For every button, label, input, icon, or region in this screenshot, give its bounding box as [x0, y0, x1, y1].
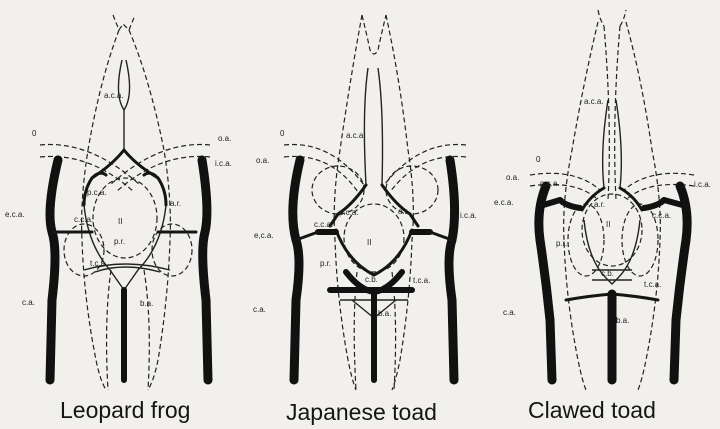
label-ba: b.a.	[140, 299, 153, 308]
label-tca: t.c.a.	[90, 259, 107, 268]
label-cb: c.b.	[601, 269, 614, 278]
label-pr: p.r.	[320, 259, 331, 268]
label-ica: i.c.a.	[694, 180, 711, 189]
panel-clawed-toad: a.c.a. 0 o.a. p.c.a. i.c.a. e.c.a. a.r. …	[494, 10, 711, 423]
label-eca: e.c.a.	[5, 210, 25, 219]
label-aca: a.c.a.	[584, 97, 604, 106]
label-o: 0	[280, 129, 285, 138]
label-cca: c.c.a.	[74, 215, 93, 224]
label-cb: c.b.	[365, 275, 378, 284]
label-cca: c.c.a.	[314, 220, 333, 229]
label-aca: a.c.a.	[104, 91, 124, 100]
label-o: 0	[536, 155, 541, 164]
label-pr: p.r.	[114, 237, 125, 246]
label-ii: II	[367, 238, 371, 247]
label-pr: p.r.	[556, 239, 567, 248]
label-eca: e,c.a.	[254, 231, 274, 240]
label-eca: e.c.a.	[494, 198, 514, 207]
label-ica: i.c.a.	[460, 211, 477, 220]
label-ca: c.a.	[22, 298, 35, 307]
labels: a.c.a. 0 o.a. i.c.a. p.c.a. II a.r. e.c.…	[5, 91, 232, 308]
label-ii: II	[118, 217, 122, 226]
label-cca: c.c.a.	[652, 211, 671, 220]
label-pca: p.c.a.	[540, 179, 560, 188]
label-o: 0	[32, 129, 37, 138]
label-oa: o.a.	[218, 134, 231, 143]
label-ar: a.r.	[170, 199, 181, 208]
label-aca: a.c.a.	[346, 131, 366, 140]
label-pca: p.c.a.	[339, 208, 359, 217]
caption-clawed-toad: Clawed toad	[528, 397, 656, 423]
label-pca: p.c.a.	[87, 188, 107, 197]
label-tca: t.c.a.	[413, 276, 430, 285]
label-ar: a.r.	[594, 200, 605, 209]
label-ca: c.a.	[503, 308, 516, 317]
label-oa: o.a.	[506, 173, 519, 182]
caption-japanese-toad: Japanese toad	[286, 399, 437, 425]
label-ba: b.a.	[378, 309, 391, 318]
caption-leopard-frog: Leopard frog	[60, 397, 190, 423]
panel-japanese-toad: a.c.a. 0 o.a. p.c.a. a.r. i.c.a. e,c.a. …	[253, 15, 477, 425]
label-ba: b.a.	[616, 316, 629, 325]
label-tca: t.c.a.	[644, 280, 661, 289]
label-ica: i.c.a.	[215, 159, 232, 168]
label-ii: II	[606, 220, 610, 229]
panel-leopard-frog: a.c.a. 0 o.a. i.c.a. p.c.a. II a.r. e.c.…	[5, 15, 232, 423]
label-ar: a.r.	[398, 207, 409, 216]
label-oa: o.a.	[256, 156, 269, 165]
label-ca: c.a.	[253, 305, 266, 314]
